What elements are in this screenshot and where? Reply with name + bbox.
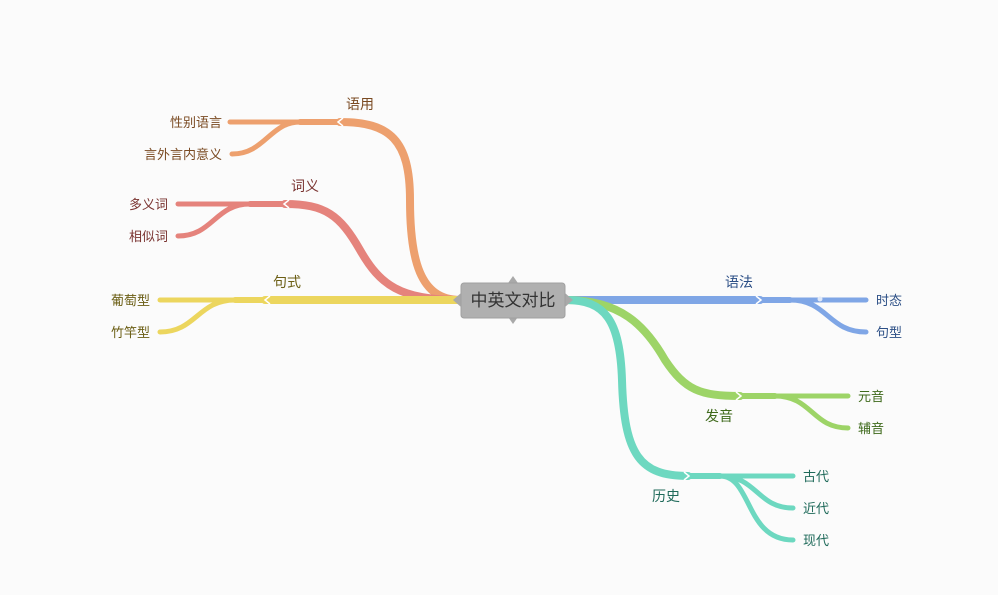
connector-yufa-child-2 <box>787 297 869 335</box>
node-label-yufa[interactable]: 语法 <box>725 275 753 291</box>
branch-yufa[interactable]: 语法 时态 句型 <box>562 275 902 341</box>
center-node-label[interactable]: 中英文对比 <box>471 291 556 311</box>
node-label-fayin[interactable]: 发音 <box>705 408 733 425</box>
node-label-lishi[interactable]: 历史 <box>652 489 680 505</box>
connector-ciyi-child-2 <box>175 201 253 239</box>
connector-fayin-child-2 <box>772 393 851 431</box>
node-label-jushi[interactable]: 句式 <box>273 275 301 291</box>
branch-yuyong[interactable]: 语用 性别语言 言外言内意义 <box>144 97 464 304</box>
connector-center-ciyi <box>281 200 464 304</box>
node-dot-yufa <box>817 296 823 302</box>
node-arrow-lishi <box>683 471 691 481</box>
branch-fayin[interactable]: 发音 元音 辅音 <box>562 296 884 437</box>
leaf-label-yufa-1[interactable]: 时态 <box>876 294 902 309</box>
leaf-label-yuyong-2[interactable]: 言外言内意义 <box>144 147 222 163</box>
node-arrow-yufa <box>755 295 763 305</box>
node-label-ciyi[interactable]: 词义 <box>291 179 319 195</box>
node-arrow-yuyong <box>336 117 344 127</box>
connector-jushi-child-2 <box>157 297 238 335</box>
center-node-box[interactable] <box>460 282 566 319</box>
branch-jushi[interactable]: 句式 葡萄型 竹竿型 <box>111 275 464 341</box>
connector-center-lishi <box>562 296 692 480</box>
leaf-label-fayin-2[interactable]: 辅音 <box>858 421 884 437</box>
leaf-label-jushi-1[interactable]: 葡萄型 <box>111 294 150 309</box>
branch-lishi[interactable]: 历史 古代 近代 现代 <box>562 296 829 549</box>
leaf-label-lishi-2[interactable]: 近代 <box>803 502 829 517</box>
connector-center-fayin <box>562 296 744 400</box>
center-node-expand-left[interactable] <box>453 293 461 307</box>
node-arrow-fayin <box>735 391 743 401</box>
center-node-expand-right[interactable] <box>565 293 573 307</box>
leaf-label-yufa-2[interactable]: 句型 <box>876 326 902 341</box>
leaf-label-ciyi-2[interactable]: 相似词 <box>129 230 168 245</box>
connector-yuyong-child-2 <box>229 119 303 157</box>
connector-center-yuyong <box>336 118 464 304</box>
leaf-label-ciyi-1[interactable]: 多义词 <box>129 197 168 213</box>
leaf-label-jushi-2[interactable]: 竹竿型 <box>111 325 150 341</box>
leaf-label-fayin-1[interactable]: 元音 <box>858 389 884 405</box>
leaf-label-yuyong-1[interactable]: 性别语言 <box>170 116 222 131</box>
node-arrow-jushi <box>263 295 271 305</box>
connector-lishi-child-3 <box>717 473 796 543</box>
node-label-yuyong[interactable]: 语用 <box>346 97 374 113</box>
leaf-label-lishi-3[interactable]: 现代 <box>803 534 829 549</box>
center-node[interactable]: 中英文对比 <box>453 276 573 324</box>
node-arrow-ciyi <box>282 199 290 209</box>
leaf-label-lishi-1[interactable]: 古代 <box>803 470 829 485</box>
